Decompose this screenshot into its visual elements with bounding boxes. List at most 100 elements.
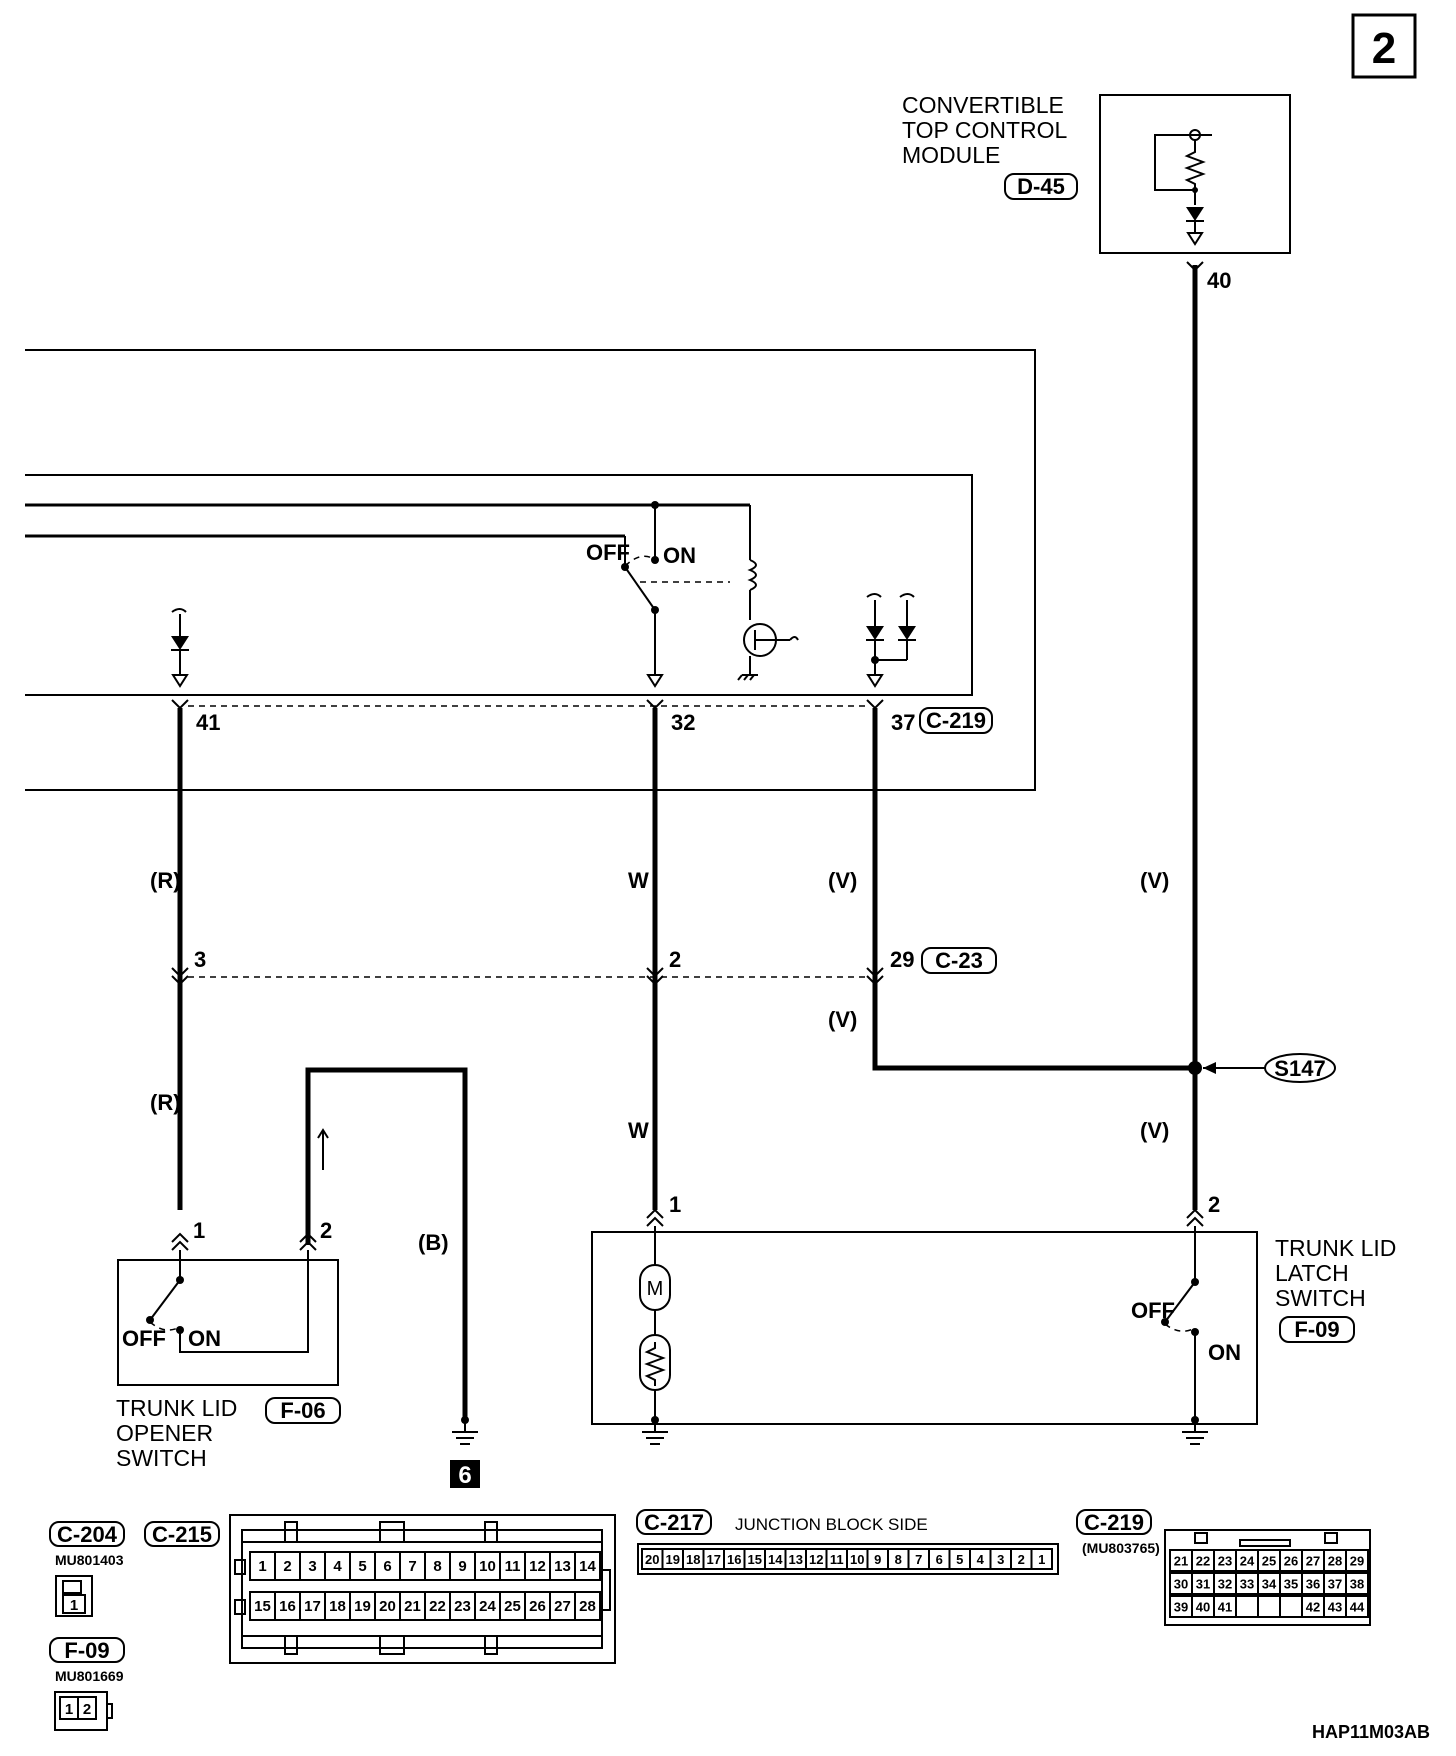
pin-number: 18 — [686, 1552, 700, 1567]
pin-number: 19 — [666, 1552, 680, 1567]
pin-number: 16 — [279, 1598, 296, 1615]
c219-connector-label: C-219 — [926, 708, 986, 733]
pin-number: 17 — [707, 1552, 721, 1567]
pin-number: 2 — [1018, 1552, 1025, 1567]
pin-number: 19 — [354, 1598, 371, 1615]
ground-point-label: 6 — [458, 1462, 471, 1489]
pin-number: 30 — [1174, 1577, 1188, 1592]
wire-color-red-upper: (R) — [150, 868, 181, 893]
svg-text:1: 1 — [65, 1701, 73, 1718]
pin-number: 10 — [479, 1558, 496, 1575]
splice-s147: S147 — [1203, 1053, 1336, 1083]
pin-number: 31 — [1196, 1577, 1210, 1592]
pin-number: 13 — [554, 1558, 571, 1575]
outer-module-outline — [25, 349, 1036, 791]
pin-number: 9 — [874, 1552, 881, 1567]
pin-number: 42 — [1306, 1600, 1320, 1615]
pin-number: 4 — [977, 1552, 985, 1567]
pin-number: 16 — [727, 1552, 741, 1567]
svg-text:C-204: C-204 — [57, 1522, 118, 1547]
pin-cell — [1345, 1595, 1369, 1618]
svg-text:MU801669: MU801669 — [55, 1668, 124, 1684]
pin-number: 21 — [1174, 1554, 1188, 1569]
pin-number: 44 — [1350, 1600, 1365, 1615]
pin-number: 9 — [458, 1558, 466, 1575]
pin-number: 15 — [254, 1598, 271, 1615]
module-box — [1099, 94, 1291, 254]
pin-number: 2 — [283, 1558, 291, 1575]
latch-on-label: ON — [1208, 1340, 1241, 1365]
pin-number: 23 — [454, 1598, 471, 1615]
module-ground-icon — [1186, 232, 1204, 246]
svg-text:MU801403: MU801403 — [55, 1552, 124, 1568]
svg-text:C-219: C-219 — [1084, 1510, 1144, 1535]
pin-number: 14 — [768, 1552, 783, 1567]
c23-connector-label: C-23 — [935, 948, 983, 973]
pin-number: 33 — [1240, 1577, 1254, 1592]
svg-text:(MU803765): (MU803765) — [1082, 1540, 1160, 1556]
relay-contact — [624, 566, 656, 611]
inner-module-outline — [25, 474, 973, 696]
pin-number: 4 — [333, 1558, 342, 1575]
opener-title-line-1: TRUNK LID — [116, 1395, 237, 1421]
module-connector-label: D-45 — [1017, 174, 1065, 199]
latch-off-label: OFF — [1131, 1298, 1175, 1323]
relay-off-label: OFF — [586, 540, 630, 565]
pin-number: 1 — [1038, 1552, 1045, 1567]
pin-number: 23 — [1218, 1554, 1232, 1569]
wire-color-white-lower: W — [628, 1118, 649, 1143]
opener-title-line-2: OPENER — [116, 1420, 213, 1446]
relay-on-label: ON — [663, 543, 696, 568]
c219-pin-37: 37 — [891, 710, 915, 735]
pin-number: 3 — [308, 1558, 316, 1575]
pin-number: 14 — [579, 1558, 596, 1575]
pin-number: 5 — [358, 1558, 366, 1575]
pin-number: 34 — [1262, 1577, 1277, 1592]
module-diode-icon — [1186, 207, 1204, 221]
pin-number: 43 — [1328, 1600, 1342, 1615]
pin-number: 20 — [379, 1598, 396, 1615]
wire-color-white-upper: W — [628, 868, 649, 893]
c23-pin-29: 29 — [890, 947, 914, 972]
pin-number: 28 — [579, 1598, 596, 1615]
svg-text:C-217: C-217 — [644, 1510, 704, 1535]
latch-switch-box — [591, 1231, 1258, 1425]
module-pin-40: 40 — [1207, 268, 1231, 293]
pin-number: 13 — [789, 1552, 803, 1567]
pin-cell — [1345, 1549, 1369, 1572]
pin-number: 11 — [830, 1552, 844, 1567]
page-number-box: 2 — [1351, 13, 1417, 79]
violet-wire-c219 — [872, 708, 1195, 1071]
pin-number: 28 — [1328, 1554, 1342, 1569]
connector-c23-row: 3 2 29 C-23 — [171, 947, 997, 986]
pin-cell — [1030, 1548, 1053, 1570]
pin-number: 26 — [1284, 1554, 1298, 1569]
pin-number: 22 — [1196, 1554, 1210, 1569]
pin-number: 8 — [433, 1558, 441, 1575]
pin-number: 6 — [936, 1552, 943, 1567]
pin-number: 40 — [1196, 1600, 1210, 1615]
pin-number: 3 — [997, 1552, 1004, 1567]
latch-contact — [1164, 1281, 1196, 1323]
wire-color-black: (B) — [418, 1230, 449, 1255]
convertible-top-control-module: CONVERTIBLE TOP CONTROL MODULE D-45 40 — [902, 92, 1291, 293]
pin-number: 7 — [915, 1552, 922, 1567]
opener-switch-box — [117, 1259, 339, 1386]
pin-number: 12 — [809, 1552, 823, 1567]
latch-connector-label: F-09 — [1294, 1317, 1339, 1342]
svg-text:C-215: C-215 — [152, 1522, 212, 1547]
wire-color-violet-latch: (V) — [1140, 1118, 1169, 1143]
svg-text:M: M — [647, 1278, 664, 1300]
pin-number: 39 — [1174, 1600, 1188, 1615]
pin-number: 11 — [505, 1558, 521, 1575]
pin-number: 26 — [529, 1598, 546, 1615]
pin-cell — [1235, 1595, 1259, 1618]
pin-cell — [574, 1551, 601, 1581]
pin-number: 21 — [404, 1598, 421, 1615]
connector-view-f09: F-09 MU801669 1 2 — [49, 1637, 125, 1731]
